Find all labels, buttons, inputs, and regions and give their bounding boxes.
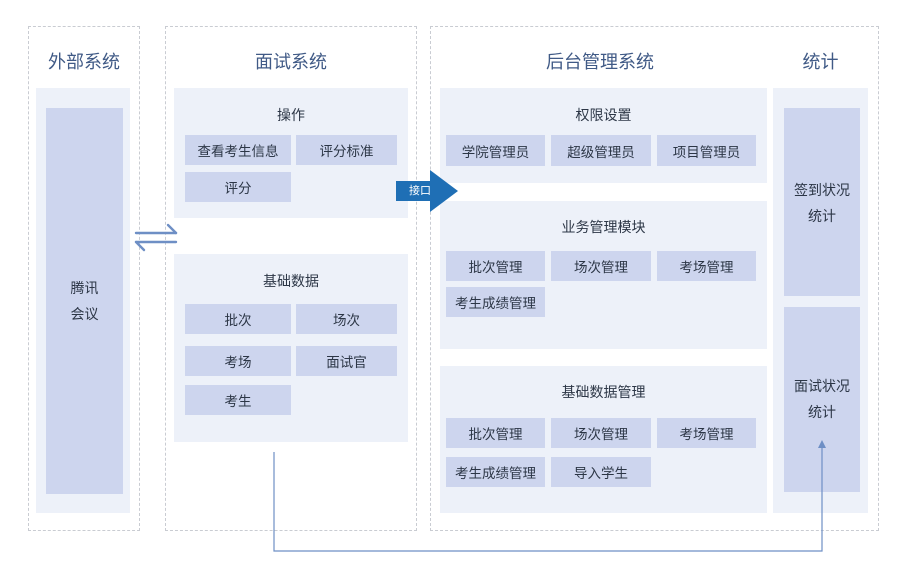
base-mgmt-room: 考场管理	[657, 418, 756, 448]
base-mgmt-batch: 批次管理	[446, 418, 545, 448]
business-batch-mgmt: 批次管理	[446, 251, 545, 281]
api-label: 接口	[409, 184, 431, 197]
base-exam-room: 考场	[185, 346, 291, 376]
view-candidate-info: 查看考生信息	[185, 135, 291, 165]
stats-title: 统计	[802, 52, 839, 73]
base-mgmt-session: 场次管理	[551, 418, 651, 448]
business-title: 业务管理模块	[561, 220, 646, 236]
business-room-mgmt: 考场管理	[657, 251, 756, 281]
scoring-criteria: 评分标准	[296, 135, 397, 165]
interview-system-title: 面试系统	[255, 52, 327, 73]
base-candidate: 考生	[185, 385, 291, 415]
sign-in-stats-box: 签到状况 统计	[784, 108, 860, 296]
tencent-meeting-box: 腾讯 会议	[46, 108, 123, 494]
scoring: 评分	[185, 172, 291, 202]
external-system-title: 外部系统	[48, 52, 120, 73]
interview-stats-box: 面试状况 统计	[784, 307, 860, 492]
business-session-mgmt: 场次管理	[551, 251, 651, 281]
base-session: 场次	[296, 304, 397, 334]
business-score-mgmt: 考生成绩管理	[446, 287, 545, 317]
base-interviewer: 面试官	[296, 346, 397, 376]
operations-title: 操作	[277, 108, 305, 124]
super-admin: 超级管理员	[551, 135, 651, 166]
base-mgmt-import: 导入学生	[551, 457, 651, 487]
permissions-title: 权限设置	[575, 108, 632, 124]
base-data-title: 基础数据	[263, 274, 319, 290]
college-admin: 学院管理员	[446, 135, 545, 166]
backend-system-title: 后台管理系统	[546, 52, 654, 73]
base-mgmt-score: 考生成绩管理	[446, 457, 545, 487]
project-admin: 项目管理员	[657, 135, 756, 166]
base-mgmt-title: 基础数据管理	[561, 385, 646, 401]
external-system-column	[28, 26, 140, 531]
base-batch: 批次	[185, 304, 291, 334]
